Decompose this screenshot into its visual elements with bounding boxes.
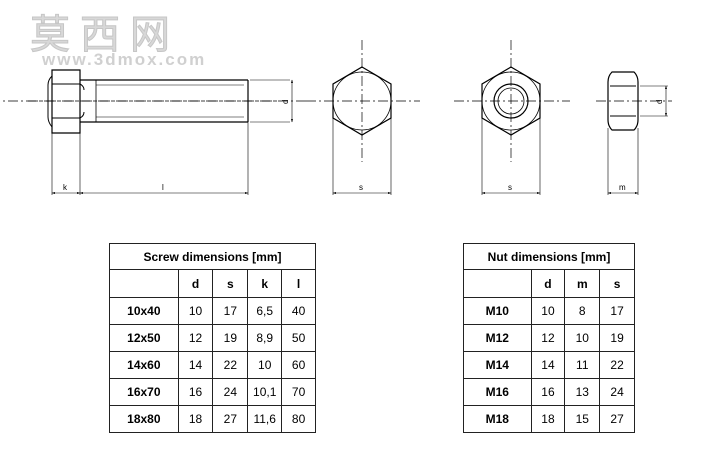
table-cell: 19	[212, 324, 249, 352]
dim-label-head-s: s	[359, 183, 363, 192]
table-cell: 22	[212, 351, 249, 379]
table-cell: 10	[530, 297, 566, 325]
table-cell: 10	[564, 324, 601, 352]
row-label: M12	[463, 324, 532, 352]
table-cell: 60	[281, 351, 316, 379]
table-cell: 22	[599, 351, 635, 379]
table-cell: 24	[212, 378, 249, 406]
table-cell: 70	[281, 378, 316, 406]
table-cell: 11,6	[247, 405, 283, 433]
table-row: M14 14 11 22	[463, 351, 635, 379]
nut-table-title: Nut dimensions [mm]	[463, 243, 635, 270]
header-cell: m	[564, 269, 601, 298]
table-row: 14x60 14 22 10 60	[109, 351, 316, 379]
header-cell: k	[247, 269, 283, 298]
table-cell: 6,5	[247, 297, 283, 325]
nut-side-view	[596, 71, 672, 195]
table-cell: 10,1	[247, 378, 283, 406]
technical-drawing: k l d s s m d	[0, 40, 672, 195]
watermark-url: www.3dmox.com	[42, 50, 207, 69]
table-row: M12 12 10 19	[463, 324, 635, 352]
table-cell: 27	[599, 405, 635, 433]
table-cell: 19	[599, 324, 635, 352]
row-label: M10	[463, 297, 532, 325]
table-cell: 50	[281, 324, 316, 352]
dim-label-k: k	[63, 183, 68, 192]
table-cell: 12	[530, 324, 566, 352]
table-cell: 40	[281, 297, 316, 325]
header-cell: d	[530, 269, 566, 298]
row-label: M14	[463, 351, 532, 379]
nut-table-header: d m s	[463, 269, 635, 298]
table-row: 18x80 18 27 11,6 80	[109, 405, 316, 433]
table-cell: 14	[530, 351, 566, 379]
table-row: M10 10 8 17	[463, 297, 635, 325]
table-row: 16x70 16 24 10,1 70	[109, 378, 316, 406]
row-label: 14x60	[109, 351, 179, 379]
table-cell: 10	[177, 297, 214, 325]
table-cell: 17	[599, 297, 635, 325]
table-cell: 11	[564, 351, 601, 379]
nut-top-view	[454, 40, 570, 195]
screw-table-title: Screw dimensions [mm]	[109, 243, 316, 270]
header-cell	[109, 269, 179, 298]
table-cell: 10	[247, 351, 283, 379]
table-cell: 18	[177, 405, 214, 433]
header-cell: l	[281, 269, 316, 298]
table-cell: 8	[564, 297, 601, 325]
header-cell: s	[212, 269, 249, 298]
table-cell: 12	[177, 324, 214, 352]
table-cell: 80	[281, 405, 316, 433]
dim-label-l: l	[162, 183, 164, 192]
row-label: 18x80	[109, 405, 179, 433]
table-row: M16 16 13 24	[463, 378, 635, 406]
table-row: 10x40 10 17 6,5 40	[109, 297, 316, 325]
dim-label-nut-d: d	[655, 100, 664, 104]
row-label: M18	[463, 405, 532, 433]
screw-side-view	[28, 69, 294, 195]
row-label: 12x50	[109, 324, 179, 352]
row-label: 16x70	[109, 378, 179, 406]
header-cell	[463, 269, 532, 298]
table-cell: 14	[177, 351, 214, 379]
screw-table-header: d s k l	[109, 269, 316, 298]
screw-head-top-view	[0, 40, 420, 195]
table-cell: 24	[599, 378, 635, 406]
table-cell: 15	[564, 405, 601, 433]
table-cell: 16	[177, 378, 214, 406]
watermark-chinese: 莫西网	[30, 12, 180, 59]
table-row: 12x50 12 19 8,9 50	[109, 324, 316, 352]
table-cell: 17	[212, 297, 249, 325]
header-cell: s	[599, 269, 635, 298]
header-cell: d	[177, 269, 214, 298]
row-label: 10x40	[109, 297, 179, 325]
dim-label-screw-d: d	[281, 100, 290, 104]
table-cell: 16	[530, 378, 566, 406]
screw-dimensions-table: Screw dimensions [mm] d s k l 10x40 10 1…	[109, 243, 316, 433]
nut-dimensions-table: Nut dimensions [mm] d m s M10 10 8 17 M1…	[463, 243, 635, 433]
row-label: M16	[463, 378, 532, 406]
dim-label-nut-s: s	[508, 183, 512, 192]
table-row: M18 18 15 27	[463, 405, 635, 433]
table-cell: 27	[212, 405, 249, 433]
dim-label-nut-m: m	[619, 183, 626, 192]
table-cell: 18	[530, 405, 566, 433]
table-cell: 8,9	[247, 324, 283, 352]
table-cell: 13	[564, 378, 601, 406]
